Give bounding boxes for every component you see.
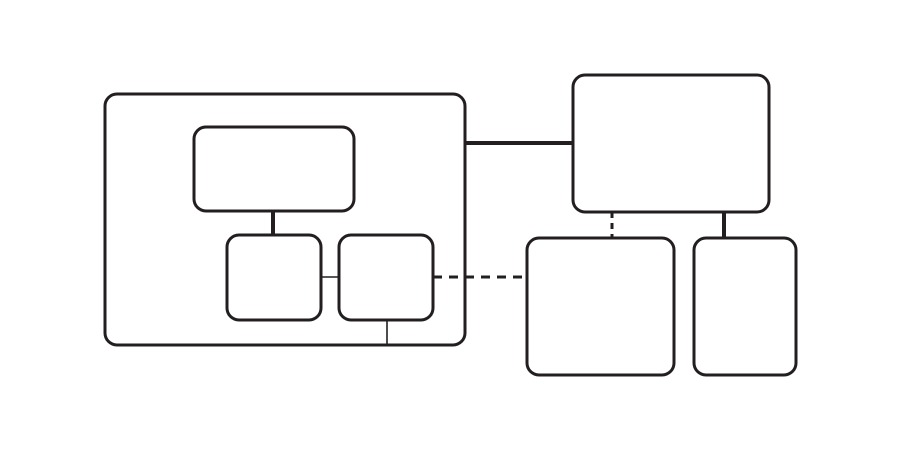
box-inner-bottom-left (225, 233, 323, 322)
box-inner-top (192, 125, 356, 213)
box-outer-container (103, 92, 467, 347)
connectors (271, 141, 726, 345)
boxes (103, 73, 798, 377)
box-right-bottom-left (525, 236, 676, 377)
box-inner-bottom-right (337, 233, 435, 322)
box-right-top (571, 73, 771, 214)
box-right-bottom-right (692, 236, 798, 377)
